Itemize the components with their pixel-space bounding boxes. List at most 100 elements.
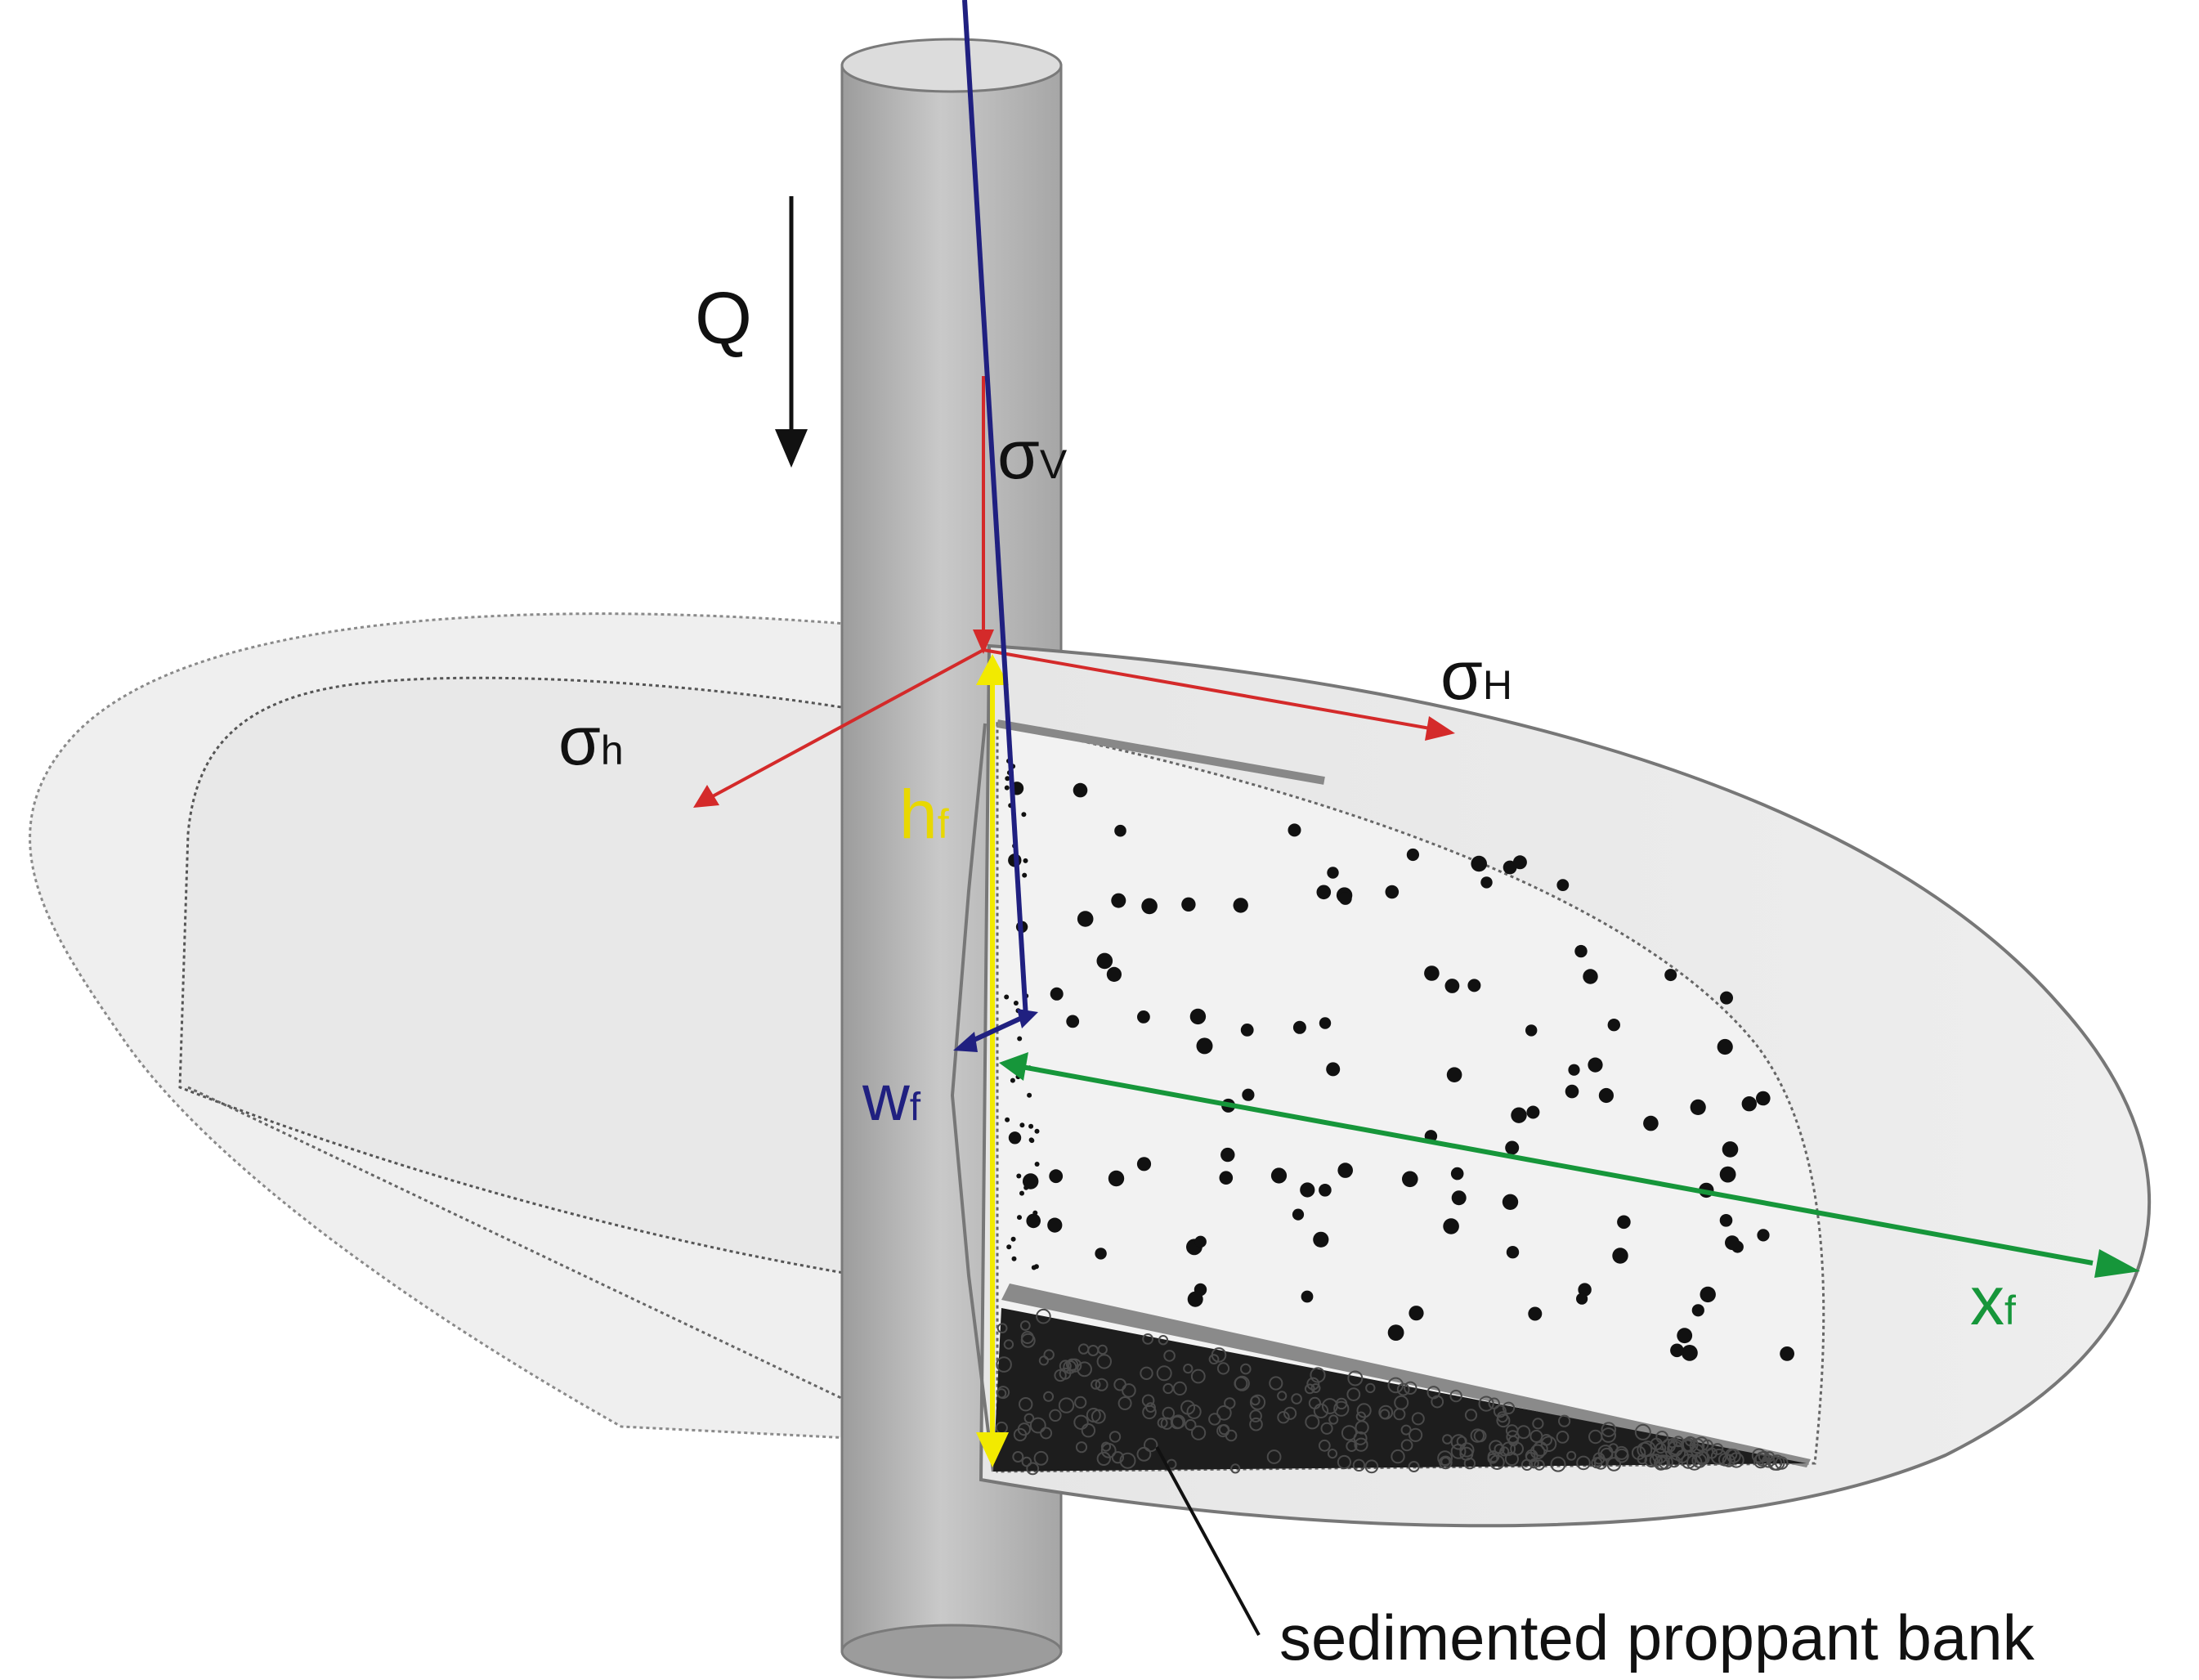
proppant-fine-particle (1023, 1185, 1029, 1190)
proppant-particle (1409, 1306, 1424, 1321)
bank-grain (1655, 1431, 1668, 1444)
bank-grain (1058, 1397, 1075, 1413)
bank-grain (1532, 1440, 1548, 1457)
bank-grain (1073, 1414, 1089, 1431)
proppant-particle (1387, 1324, 1404, 1341)
proppant-particle (1240, 1024, 1254, 1037)
proppant-particle (1607, 1019, 1621, 1032)
proppant-particle (1556, 879, 1570, 891)
bank-grain (1608, 1443, 1619, 1454)
proppant-particle (1402, 1171, 1418, 1188)
bank-grain (1464, 1409, 1478, 1422)
proppant-fine-particle (1017, 1036, 1023, 1042)
bank-grain (1019, 1397, 1033, 1412)
sigma-v-label: σV (997, 416, 1068, 493)
bank-grain (1408, 1461, 1420, 1472)
proppant-particle (1576, 1292, 1588, 1305)
bank-grain (1606, 1457, 1622, 1472)
proppant-particle (1505, 1140, 1520, 1155)
bank-grain (1163, 1350, 1176, 1362)
proppant-particle (1095, 1248, 1107, 1260)
proppant-fine-particle (1017, 1215, 1022, 1221)
bank-grain (1043, 1391, 1055, 1402)
proppant-particle (1114, 824, 1126, 837)
stress-arrows (693, 376, 1455, 808)
bank-grain (1113, 1378, 1126, 1391)
bank-grain (1013, 1427, 1028, 1442)
proppant-particle (1670, 1343, 1684, 1358)
proppant-fine-particle (1004, 994, 1010, 1000)
bank-grain (1400, 1424, 1412, 1436)
bank-grain (1459, 1442, 1475, 1458)
proppant-bank (993, 1284, 1811, 1476)
bank-grain (1091, 1379, 1101, 1390)
proppant-fine-particle (1028, 1123, 1034, 1129)
bank-grain (1020, 1333, 1036, 1348)
bank-grain (1117, 1396, 1132, 1410)
fracture-width-label: wf (862, 1061, 921, 1134)
proppant-particle (1719, 1214, 1733, 1227)
proppant-particle (1719, 1166, 1736, 1183)
bank-grain (1162, 1406, 1176, 1420)
bank-grain (1404, 1381, 1417, 1396)
bank-grain (1449, 1389, 1462, 1403)
proppant-particle (1450, 1167, 1464, 1180)
bank-grain (1183, 1364, 1194, 1374)
bank-grain (1283, 1406, 1297, 1420)
fracture-height-label: hf (899, 776, 949, 853)
bank-grain (1634, 1423, 1651, 1440)
bank-grain (1478, 1396, 1494, 1412)
bank-grain (1230, 1463, 1241, 1474)
proppant-particle (1189, 1008, 1207, 1025)
bank-grain (1310, 1383, 1321, 1393)
bank-grain (1411, 1412, 1425, 1426)
proppant-particle (1077, 911, 1094, 927)
bank-grain (1378, 1404, 1394, 1420)
bank-grain (1304, 1383, 1315, 1395)
bank-grain (1021, 1456, 1032, 1467)
proppant-bank-label: sedimented proppant bank (1279, 1602, 2036, 1673)
proppant-particle (1526, 1105, 1540, 1119)
bank-grain (1353, 1431, 1368, 1445)
bank-grain (1074, 1396, 1087, 1409)
bank-grain (1473, 1429, 1487, 1443)
bank-grain (1556, 1431, 1570, 1444)
proppant-particle (1319, 1017, 1332, 1029)
bank-grain (1489, 1454, 1505, 1470)
bank-grain (1440, 1457, 1451, 1467)
bank-grain (1550, 1456, 1566, 1472)
bank-grain (1354, 1437, 1368, 1452)
proppant-particle (1096, 952, 1113, 970)
bank-grain (1352, 1458, 1366, 1472)
bank-grain (1305, 1414, 1320, 1430)
bank-grain (1347, 1370, 1364, 1387)
bank-grain (1054, 1369, 1067, 1382)
bank-grain (1722, 1454, 1735, 1467)
bank-grain (1218, 1424, 1230, 1436)
bank-grain (1291, 1393, 1302, 1404)
proppant-particle (1137, 1010, 1150, 1024)
proppant-fine-particle (1034, 1128, 1040, 1134)
bank-grain (1510, 1441, 1524, 1456)
proppant-particle (1598, 1087, 1614, 1104)
fracture-length-arrow (999, 1052, 2140, 1278)
bank-grain (1185, 1418, 1197, 1431)
bank-grain (1396, 1382, 1410, 1396)
bank-grain (1156, 1365, 1172, 1382)
bank-grain (1033, 1450, 1049, 1466)
proppant-particle (1757, 1229, 1770, 1242)
proppant-particle (1612, 1248, 1628, 1264)
sigma-H-label: σH (1440, 637, 1512, 714)
proppant-particle (1643, 1115, 1659, 1131)
bank-grain (1040, 1427, 1053, 1440)
fracture-height-arrow (976, 654, 1009, 1467)
bank-grain (1494, 1444, 1505, 1455)
bank-grain (1769, 1454, 1785, 1471)
bank-grain (1706, 1447, 1718, 1459)
bank-grain (1140, 1366, 1153, 1381)
proppant-particle (1066, 1015, 1080, 1028)
bank-grain (1540, 1434, 1552, 1446)
bank-grain (1095, 1378, 1108, 1391)
proppant-particle (1327, 867, 1339, 879)
bank-grain (1516, 1425, 1531, 1440)
